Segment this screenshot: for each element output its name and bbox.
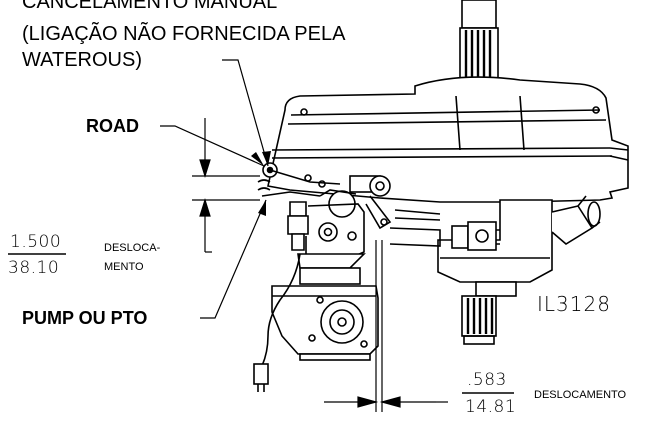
vertical-travel-inches: 1.500 — [10, 232, 62, 252]
pto-housing — [271, 253, 379, 361]
pump-pto-leader — [200, 199, 267, 319]
piping — [389, 209, 500, 251]
horizontal-travel-mm: 14.81 — [465, 397, 517, 417]
horizontal-travel-label: DESLOCAMENTO — [534, 389, 627, 401]
pump-body — [437, 195, 601, 345]
horizontal-travel-dimension — [324, 396, 448, 408]
figure-id: IL3128 — [537, 292, 611, 316]
vertical-travel-label-line1: DESLOCA- — [104, 242, 161, 254]
vertical-travel-label-line2: MENTO — [104, 261, 144, 273]
manual-override-callout-line3: WATEROUS) — [22, 49, 142, 71]
road-label: ROAD — [86, 116, 139, 136]
manual-override-callout-line1: CANCELAMENTO MANUAL — [22, 0, 278, 13]
manual-override-callout-line2: (LIGAÇÃO NÃO FORNECIDA PELA — [22, 23, 346, 45]
pump-pto-label: PUMP OU PTO — [22, 308, 148, 328]
gearbox-housing — [267, 76, 629, 203]
horizontal-travel-inches: .583 — [467, 370, 507, 390]
manual-override-leader — [222, 59, 269, 167]
vertical-travel-mm: 38.10 — [8, 258, 60, 278]
vertical-travel-dimension — [192, 118, 260, 253]
wiring-harness — [253, 253, 301, 392]
road-leader — [160, 125, 265, 167]
